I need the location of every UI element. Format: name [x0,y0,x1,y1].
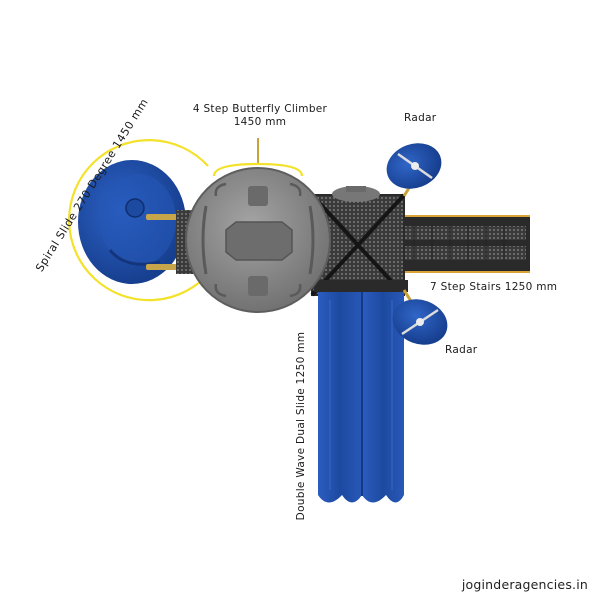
butterfly-climber-label: 4 Step Butterfly Climber 1450 mm [180,103,340,129]
radar-bottom [392,289,448,345]
dome [185,167,331,313]
stairs [400,215,530,273]
dual-wave-slide [314,280,408,503]
spiral-slide [78,160,186,284]
butterfly-climber-name: 4 Step Butterfly Climber [192,103,328,115]
butterfly-climber-pointer [212,138,304,177]
watermark: joginderagencies.in [461,577,588,592]
radar-bottom-label: Radar [445,344,478,356]
radar-top [386,143,442,197]
stairs-label: 7 Step Stairs 1250 mm [430,281,558,293]
butterfly-climber-size: 1450 mm [233,116,287,128]
spiral-slide-highlight [68,139,211,302]
dual-slide-label: Double Wave Dual Slide 1250 mm [295,332,307,521]
radar-top-label: Radar [404,112,437,124]
